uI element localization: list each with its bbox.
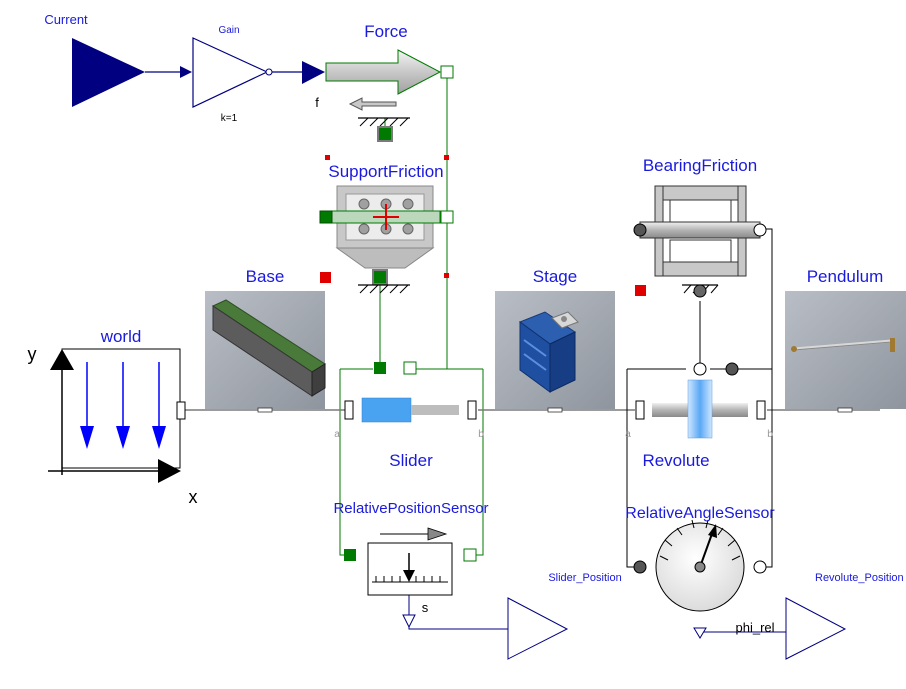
- gain-label: Gain: [218, 25, 239, 36]
- force-flange-b: [440, 65, 454, 79]
- support-friction-block[interactable]: [319, 126, 454, 294]
- axis-y-label: y: [28, 344, 37, 364]
- current-label: Current: [44, 12, 88, 27]
- world-label: world: [100, 327, 142, 346]
- pendulum-label: Pendulum: [807, 267, 884, 286]
- slider-joint-block[interactable]: [344, 361, 477, 423]
- bearing-friction-label: BearingFriction: [643, 156, 757, 175]
- red-marker: [325, 155, 330, 160]
- red-marker: [635, 285, 646, 296]
- world-block[interactable]: [48, 348, 186, 483]
- bearing-friction-block[interactable]: [633, 185, 767, 298]
- revolute-joint-block[interactable]: [635, 362, 766, 439]
- slider-label: Slider: [389, 451, 433, 470]
- relative-position-sensor-label: RelativePositionSensor: [333, 500, 488, 517]
- relative-angle-sensor-block[interactable]: [633, 519, 767, 639]
- revolute-position-output[interactable]: [785, 597, 847, 660]
- slider-port-b-label: b: [478, 429, 484, 440]
- gain-param-label: k=1: [221, 113, 238, 124]
- slider-port-a-label: a: [334, 429, 340, 440]
- sensor-s-label: s: [422, 600, 429, 615]
- support-friction-label: SupportFriction: [328, 162, 443, 181]
- force-label: Force: [364, 22, 407, 41]
- base-body-block[interactable]: [205, 291, 326, 413]
- revolute-port-b-label: b: [767, 429, 773, 440]
- axis-x-label: x: [189, 487, 198, 507]
- relative-angle-sensor-label: RelativeAngleSensor: [625, 505, 775, 522]
- base-label: Base: [246, 267, 285, 286]
- stage-body-block[interactable]: [495, 291, 615, 413]
- phi-rel-label: phi_rel: [735, 620, 774, 635]
- revolute-port-a-label: a: [625, 429, 631, 440]
- stage-label: Stage: [533, 267, 577, 286]
- gain-block[interactable]: [192, 37, 273, 108]
- force-input-label: f: [315, 95, 319, 110]
- red-marker: [320, 272, 331, 283]
- current-source-block[interactable]: [72, 38, 145, 107]
- force-support-icon: [348, 97, 410, 127]
- pendulum-body-block[interactable]: [785, 291, 906, 413]
- revolute-label: Revolute: [642, 451, 709, 470]
- slider-position-output[interactable]: [507, 597, 569, 660]
- red-marker: [444, 273, 449, 278]
- slider-position-label: Slider_Position: [548, 572, 621, 584]
- relative-position-sensor-block[interactable]: [344, 527, 477, 629]
- red-marker: [444, 155, 449, 160]
- revolute-position-label: Revolute_Position: [815, 572, 904, 584]
- force-block[interactable]: [302, 49, 454, 95]
